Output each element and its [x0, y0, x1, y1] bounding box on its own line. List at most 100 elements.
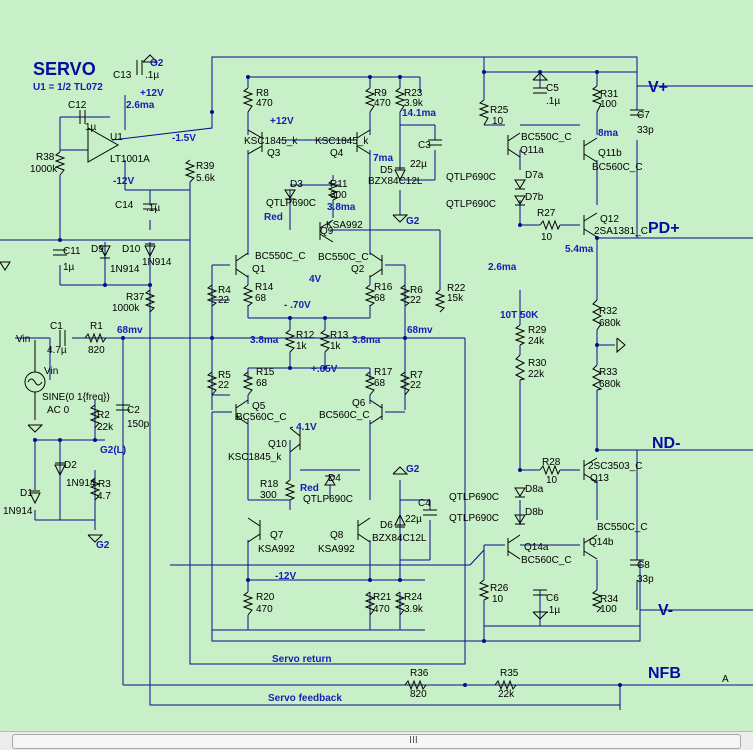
label-r28v: 10 [546, 475, 558, 486]
net-servo-feedback: Servo feedback [268, 693, 342, 704]
label-d10v: 1N914 [142, 257, 172, 268]
net-plus12-main: +12V [270, 116, 294, 127]
label-r5v: 22 [218, 380, 230, 391]
label-r3v: 4.7 [97, 491, 111, 502]
label-q8v: KSA992 [318, 544, 355, 555]
schematic-canvas[interactable]: SERVO U1 = 1/2 TL072 V+ PD+ ND- V- NFB A… [0, 0, 753, 731]
label-c1v: 4.7µ [47, 345, 67, 356]
net-minus12-main: -12V [275, 571, 296, 582]
label-c11v: 1µ [63, 262, 75, 273]
label-d6: D6 [380, 520, 393, 531]
net-mv68a: 68mv [117, 325, 143, 336]
label-r26: R26 [490, 583, 509, 594]
component-symbols [0, 54, 644, 691]
label-c2v: 150p [127, 419, 150, 430]
label-r37: R37 [126, 292, 145, 303]
label-c6: C6 [546, 593, 559, 604]
net-g2-top: G2 [150, 58, 164, 69]
transistor-symbols [235, 129, 598, 560]
label-r18: R18 [260, 479, 279, 490]
label-r5: R5 [218, 370, 231, 381]
net-plus12-servo: +12V [140, 88, 164, 99]
label-q13l: Q13 [590, 473, 609, 484]
label-r18v: 300 [260, 490, 277, 501]
label-r13: R13 [330, 330, 349, 341]
label-r37v: 1000k [112, 303, 140, 314]
label-c12v: 1µ [85, 122, 97, 133]
corner-label: A [722, 674, 729, 685]
label-r30: R30 [528, 358, 547, 369]
label-r14: R14 [255, 282, 274, 293]
net-g2l: G2(L) [100, 445, 126, 456]
label-d2v: 1N914 [66, 478, 96, 489]
net-i38a: 3.8ma [327, 202, 356, 213]
label-r31: R31 [600, 89, 619, 100]
label-r23: R23 [404, 88, 423, 99]
label-d3v: QTLP690C [266, 198, 316, 209]
label-c8v: 33p [637, 574, 654, 585]
net-minus15: -1.5V [172, 133, 196, 144]
label-qt1: QTLP690C [446, 172, 496, 183]
label-r29: R29 [528, 325, 547, 336]
horizontal-scrollbar[interactable]: III [0, 731, 753, 750]
label-d7a: D7a [525, 170, 544, 181]
label-q8: Q8 [330, 530, 344, 541]
label-q13: 2SC3503_C [588, 461, 642, 472]
label-q14bl: Q14b [589, 537, 614, 548]
label-vsrc: SINE(0 1{freq}) [42, 392, 110, 403]
label-q11a: BC550C_C [521, 132, 572, 143]
label-q1: BC550C_C [255, 251, 306, 262]
label-r12v: 1k [296, 341, 308, 352]
label-q11bv: BC560C_C [592, 162, 643, 173]
net-i26b: 2.6ma [488, 262, 517, 273]
rail-vminus: V- [658, 602, 673, 619]
schematic-svg: SERVO U1 = 1/2 TL072 V+ PD+ ND- V- NFB A… [0, 54, 753, 710]
label-c1: C1 [50, 321, 63, 332]
label-c5: C5 [546, 83, 559, 94]
net-i54: 5.4ma [565, 244, 594, 255]
label-d4v: QTLP690C [303, 494, 353, 505]
label-q5v: BC560C_C [236, 412, 287, 423]
scroll-thumb[interactable]: III [12, 734, 741, 749]
label-q3l: Q3 [267, 148, 281, 159]
scroll-grip-icon: III [409, 735, 418, 746]
label-d1v: 1N914 [3, 506, 33, 517]
label-d9: D9 [91, 244, 104, 255]
label-r9: R9 [374, 88, 387, 99]
label-r15: R15 [256, 367, 275, 378]
label-c14v: .1µ [146, 203, 160, 214]
label-q2l: Q2 [351, 264, 365, 275]
label-r39: R39 [196, 161, 215, 172]
label-q5: Q5 [252, 401, 266, 412]
label-d3: D3 [290, 179, 303, 190]
label-r2v: 22k [97, 422, 114, 433]
label-r34: R34 [600, 594, 619, 605]
label-c13: C13 [113, 70, 132, 81]
rail-ndminus: ND- [652, 435, 680, 452]
label-r17v: 68 [374, 378, 386, 389]
label-r33v: 680k [599, 379, 622, 390]
label-r13v: 1k [330, 341, 342, 352]
net-vp65: +.65V [311, 364, 338, 375]
label-q11b: Q11b [598, 148, 622, 159]
label-r24v: 3.9k [404, 604, 424, 615]
label-r8: R8 [256, 88, 269, 99]
label-r3: R3 [98, 479, 111, 490]
label-r30v: 22k [528, 369, 545, 380]
label-r1v: 820 [88, 345, 105, 356]
label-c3v: 22µ [410, 159, 427, 170]
label-r34v: 100 [600, 604, 617, 615]
label-q9: Q9 [320, 226, 334, 237]
label-r33: R33 [599, 367, 618, 378]
net-t10: 10T 50K [500, 310, 539, 321]
label-d2: D2 [64, 460, 77, 471]
label-r20: R20 [256, 592, 275, 603]
label-r7v: 22 [410, 380, 422, 391]
label-r25v: 10 [492, 116, 504, 127]
label-c11: C11 [63, 246, 81, 257]
label-qt2: QTLP690C [446, 199, 496, 210]
label-c4: C4 [418, 498, 431, 509]
label-r38: R38 [36, 152, 55, 163]
capacitor-symbols [53, 60, 644, 596]
label-vac: AC 0 [47, 405, 70, 416]
